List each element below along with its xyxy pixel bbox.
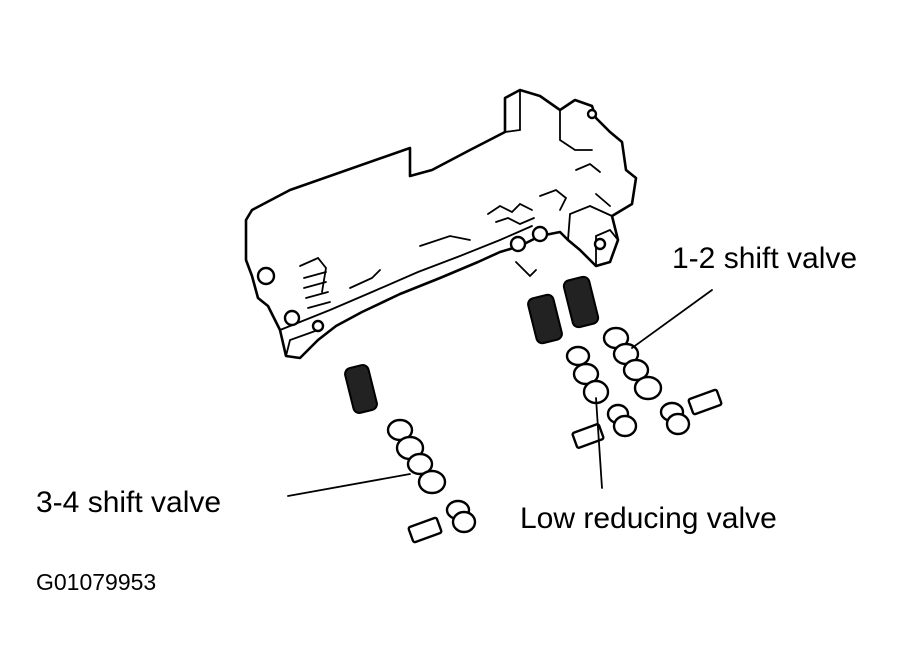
spring-low [527, 293, 563, 345]
label-shift-valve-34: 3-4 shift valve [36, 486, 221, 519]
shift-valve-12-assembly [562, 275, 723, 436]
leader-12 [631, 289, 713, 349]
valve-body [244, 88, 638, 360]
low-reducing-valve-assembly [527, 293, 638, 449]
shift-valve-34-assembly [344, 364, 477, 544]
spring-12 [562, 275, 600, 329]
label-shift-valve-12: 1-2 shift valve [672, 242, 857, 275]
leader-34 [287, 473, 411, 497]
spool-12 [602, 326, 663, 401]
plug-low [606, 403, 638, 438]
plug-34 [445, 499, 477, 534]
leader-low [595, 397, 603, 489]
retainer-12 [687, 388, 723, 416]
spring-34 [344, 364, 378, 414]
retainer-low [571, 423, 605, 449]
label-low-reducing-valve: Low reducing valve [520, 502, 777, 535]
figure-code: G01079953 [36, 569, 156, 595]
retainer-34 [407, 516, 443, 544]
spool-34 [386, 418, 447, 495]
spool-low [565, 345, 610, 405]
plug-12 [659, 401, 691, 436]
